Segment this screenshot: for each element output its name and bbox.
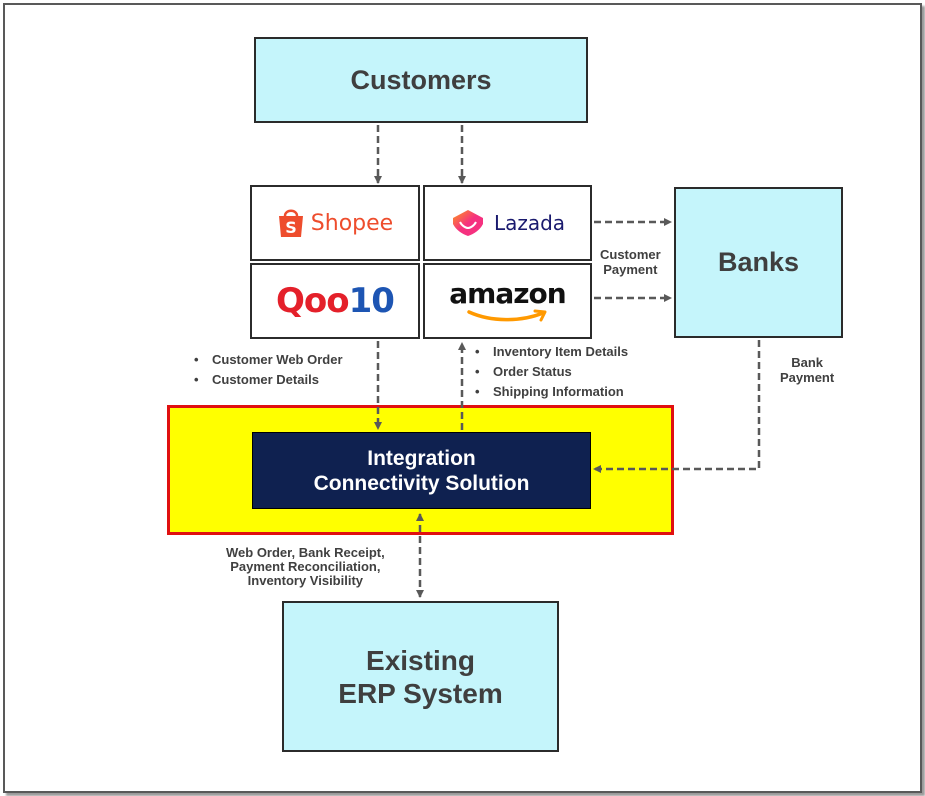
integration-connectivity-solution-node: Integration Connectivity Solution <box>252 432 591 509</box>
lazada-logo-box: Lazada <box>423 185 592 261</box>
list-item: Customer Details <box>194 370 343 390</box>
customers-node: Customers <box>254 37 588 123</box>
to-ics-data-list: Customer Web Order Customer Details <box>194 350 343 390</box>
customer-payment-line2: Payment <box>603 262 658 277</box>
qoo10-ten-part: 10 <box>348 281 395 321</box>
customer-payment-line1: Customer <box>600 247 661 262</box>
erp-flow-line1: Web Order, Bank Receipt, <box>226 545 385 560</box>
erp-label-line1: Existing <box>366 644 475 676</box>
list-item: Order Status <box>475 362 628 382</box>
lazada-heart-icon <box>452 210 483 236</box>
amazon-smile-icon <box>466 309 546 322</box>
qoo10-logo-box: Qoo10 <box>250 263 420 339</box>
ics-label-line2: Connectivity Solution <box>313 471 530 495</box>
amazon-logo-box: amazon <box>423 263 592 339</box>
erp-flow-line3: Inventory Visibility <box>247 573 364 588</box>
svg-text:S: S <box>285 218 297 237</box>
customers-label: Customers <box>350 64 492 95</box>
erp-flow-label: Web Order, Bank Receipt, Payment Reconci… <box>226 546 385 588</box>
list-item: Customer Web Order <box>194 350 343 370</box>
amazon-wordmark: amazon <box>449 277 566 310</box>
lazada-wordmark: Lazada <box>493 211 566 235</box>
bank-payment-line1: Bank <box>791 355 823 370</box>
bank-payment-line2: Payment <box>780 370 835 385</box>
customer-payment-label: Customer Payment <box>600 247 661 277</box>
erp-flow-line2: Payment Reconciliation, <box>230 559 381 574</box>
banks-label: Banks <box>717 247 800 277</box>
shopee-bag-icon: S <box>278 209 303 237</box>
from-ics-data-list: Inventory Item Details Order Status Ship… <box>475 342 628 402</box>
banks-node: Banks <box>674 187 843 338</box>
list-item: Shipping Information <box>475 382 628 402</box>
shopee-wordmark: Shopee <box>310 210 394 236</box>
shopee-logo-box: S Shopee <box>250 185 420 261</box>
list-item: Inventory Item Details <box>475 342 628 362</box>
erp-system-node: Existing ERP System <box>282 601 559 752</box>
ics-label-line1: Integration <box>367 446 476 470</box>
bank-payment-label: Bank Payment <box>780 355 834 385</box>
erp-label-line2: ERP System <box>338 677 503 709</box>
qoo10-wordmark: Qoo10 <box>276 281 395 321</box>
qoo10-q-part: Qoo <box>276 281 350 321</box>
